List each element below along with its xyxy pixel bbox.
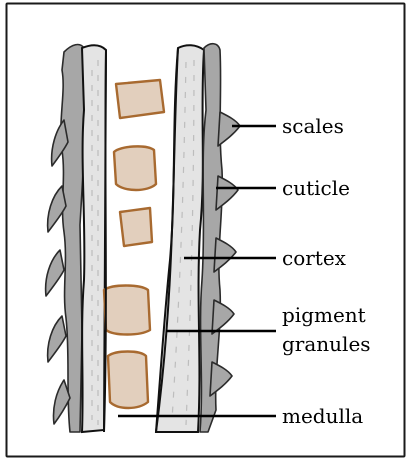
left-cortex (82, 45, 106, 432)
label-cortex: cortex (282, 246, 347, 270)
granule-4 (104, 286, 150, 335)
granule-2 (114, 146, 156, 190)
granule-3 (120, 208, 152, 246)
label-scales: scales (282, 114, 344, 138)
label-medulla: medulla (282, 404, 363, 428)
label-cuticle: cuticle (282, 176, 350, 200)
granule-1 (116, 80, 164, 118)
label-granules: granules (282, 332, 371, 356)
granule-5 (108, 352, 148, 409)
label-pigment: pigment (282, 303, 366, 327)
